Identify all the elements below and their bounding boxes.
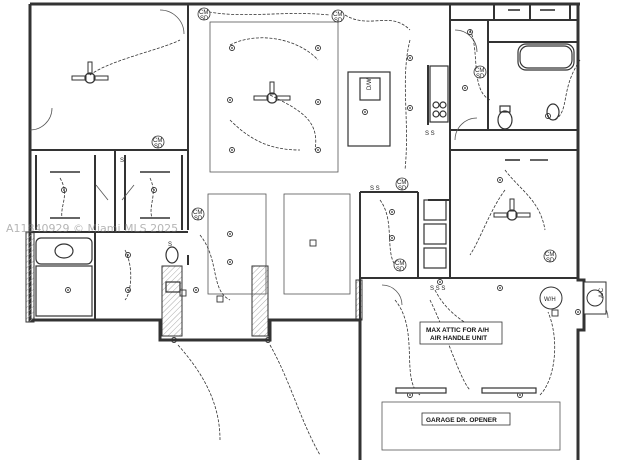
light-fixture-icon (151, 187, 157, 193)
sd-label: SD (396, 267, 405, 273)
smoke-detector-icons (151, 7, 557, 272)
ac-unit: A/C (583, 281, 607, 315)
cm-label: CM (193, 210, 202, 216)
ceiling-fan-icon (493, 198, 531, 221)
door-swings (29, 9, 609, 319)
light-fixture-icon (497, 285, 503, 291)
bath-fixtures (35, 43, 575, 317)
ceiling-outlines (207, 21, 561, 451)
switch-icon: S S (425, 131, 435, 137)
attic-label-line1: MAX ATTIC FOR A/H (426, 327, 489, 334)
sd-label: SD (194, 216, 203, 222)
light-fixture-icon (227, 97, 233, 103)
light-fixture-icon (315, 147, 321, 153)
garage-opener-label: GARAGE DR. OPENER (426, 417, 497, 424)
sd-label: SD (334, 18, 343, 24)
cm-label: CM (153, 138, 162, 144)
light-fixture-icon (497, 177, 503, 183)
ceiling-fan-icons (71, 61, 531, 221)
ac-label: A/C (599, 287, 605, 298)
switch-icon: S (120, 158, 124, 164)
interior-walls (30, 4, 578, 320)
light-fixture-icon (227, 231, 233, 237)
garage-opener-note: GARAGE DR. OPENER (421, 412, 511, 426)
smoke-detector-labels: CM SD CM SD CM SD CM SD CM SD CM SD CM S… (153, 10, 555, 273)
cm-label: CM (333, 12, 342, 18)
cm-label: CM (395, 261, 404, 267)
light-fixture-icon (227, 259, 233, 265)
sd-label: SD (200, 16, 209, 22)
light-fixture-icon (575, 309, 581, 315)
light-fixture-icon (389, 235, 395, 241)
water-heater-label: W/H (544, 297, 556, 303)
kitchen-island (347, 71, 391, 147)
light-fixture-icon (462, 85, 468, 91)
light-fixture-icon (229, 45, 235, 51)
light-fixture-icon (229, 147, 235, 153)
ceiling-fan-icon (253, 81, 291, 104)
light-fixture-icon (437, 279, 443, 285)
light-fixture-icon (65, 287, 71, 293)
ceiling-fan-icon (71, 61, 109, 84)
water-heater: W/H (539, 286, 563, 310)
cm-label: CM (475, 68, 484, 74)
light-fixture-icon (125, 287, 131, 293)
light-fixture-icon (407, 105, 413, 111)
light-fixture-icon (362, 109, 368, 115)
light-fixture-icon (389, 209, 395, 215)
switch-icons: S S S S S S S S S (120, 131, 445, 292)
switch-icon: S S (370, 186, 380, 192)
attic-label-line2: AIR HANDLE UNIT (430, 335, 487, 342)
garage-opener-bars (395, 387, 537, 394)
switch-icon: S S S (430, 286, 445, 292)
cm-label: CM (397, 180, 406, 186)
light-fixture-icon (193, 287, 199, 293)
switch-icon: S (168, 242, 172, 248)
dishwasher-label: D/W (367, 78, 373, 90)
light-fixture-icon (407, 55, 413, 61)
sd-label: SD (546, 258, 555, 264)
attic-note: MAX ATTIC FOR A/H AIR HANDLE UNIT (419, 321, 503, 345)
sd-label: SD (476, 74, 485, 80)
sd-label: SD (154, 144, 163, 150)
wall-hatching (25, 231, 363, 337)
light-fixture-icon (545, 113, 551, 119)
light-fixture-icon (315, 99, 321, 105)
cm-label: CM (545, 252, 554, 258)
light-fixture-icon (315, 45, 321, 51)
watermark: A11840929 © Miami MLS 2025 (6, 222, 179, 235)
junction-box-icons (179, 239, 559, 317)
closet-shelving (50, 9, 555, 219)
sd-label: SD (398, 186, 407, 192)
cm-label: CM (199, 10, 208, 16)
